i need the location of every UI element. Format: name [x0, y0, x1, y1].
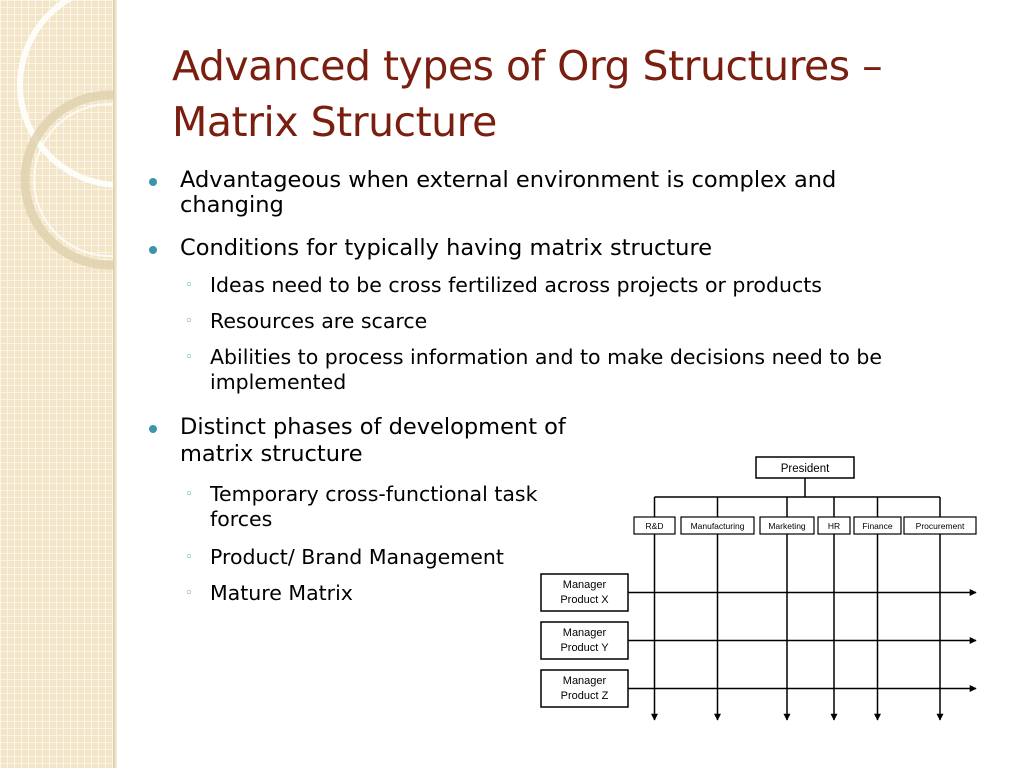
manager-box-product-y: Manager Product Y	[540, 621, 629, 660]
sub-bullet-marker: ◦	[185, 487, 193, 502]
decorative-sidebar	[0, 0, 113, 768]
manager-box-product-z: Manager Product Z	[540, 669, 629, 708]
bullet-3-line-2: matrix structure	[180, 441, 363, 467]
bullet-3-sub-1-line-2: forces	[210, 507, 273, 531]
bullet-marker	[149, 246, 157, 254]
manager-box-product-x: Manager Product X	[540, 573, 629, 612]
president-box: President	[755, 456, 855, 479]
bullet-3-sub-3: Mature Matrix	[210, 581, 353, 605]
dept-box-manufacturing: Manufacturing	[680, 516, 755, 535]
president-label: President	[781, 463, 830, 475]
bullet-3-sub-1: Temporary cross-functional task forces	[210, 481, 537, 532]
bullet-3-line-1: Distinct phases of development of	[180, 414, 566, 440]
bullet-2: Conditions for typically having matrix s…	[180, 235, 713, 261]
manager-product-label: Product Z	[561, 690, 609, 702]
dept-box-procurement: Procurement	[903, 516, 977, 535]
slide-title: Advanced types of Org Structures – Matri…	[172, 38, 1002, 150]
dept-box-rd: R&D	[633, 516, 676, 535]
sub-bullet-marker: ◦	[185, 586, 193, 601]
dept-box-marketing: Marketing	[759, 516, 815, 535]
sub-bullet-marker: ◦	[185, 314, 193, 329]
bullet-2-sub-2: Resources are scarce	[210, 309, 428, 333]
dept-label: Procurement	[916, 521, 965, 531]
manager-label: Manager	[563, 675, 607, 687]
bullet-3: Distinct phases of development of matrix…	[180, 413, 566, 468]
dept-label: HR	[828, 521, 840, 531]
bullet-3-sub-2: Product/ Brand Management	[210, 545, 504, 569]
decorative-circles	[17, 0, 113, 270]
bullet-1-line-2: changing	[180, 192, 284, 218]
sub-bullet-marker: ◦	[185, 350, 193, 365]
manager-label: Manager	[563, 627, 607, 639]
bullet-2-sub-3-line-1: Abilities to process information and to …	[210, 345, 883, 369]
slide-title-line-2: Matrix Structure	[172, 98, 497, 146]
dept-label: R&D	[646, 521, 664, 531]
manager-product-label: Product Y	[560, 642, 609, 654]
dept-label: Finance	[862, 521, 893, 531]
dept-box-finance: Finance	[853, 516, 902, 535]
diagram-lines	[628, 478, 977, 721]
bullet-2-sub-1: Ideas need to be cross fertilized across…	[210, 273, 822, 297]
sidebar-edge	[113, 0, 117, 768]
bullet-1: Advantageous when external environment i…	[180, 166, 836, 219]
bullet-2-sub-3: Abilities to process information and to …	[210, 344, 882, 395]
bullet-marker	[149, 425, 157, 433]
manager-label: Manager	[563, 579, 607, 591]
bullet-1-line-1: Advantageous when external environment i…	[180, 167, 837, 193]
dept-label: Marketing	[768, 521, 806, 531]
bullet-3-sub-1-line-1: Temporary cross-functional task	[210, 482, 538, 506]
bullet-marker	[149, 178, 157, 186]
manager-product-label: Product X	[560, 594, 609, 606]
bullet-2-sub-3-line-2: implemented	[210, 370, 347, 394]
slide-title-line-1: Advanced types of Org Structures –	[172, 42, 883, 90]
sub-bullet-marker: ◦	[185, 278, 193, 293]
sub-bullet-marker: ◦	[185, 550, 193, 565]
dept-box-hr: HR	[817, 516, 851, 535]
dept-label: Manufacturing	[691, 521, 745, 531]
department-boxes: R&D Manufacturing Marketing HR Finance P…	[633, 516, 977, 535]
